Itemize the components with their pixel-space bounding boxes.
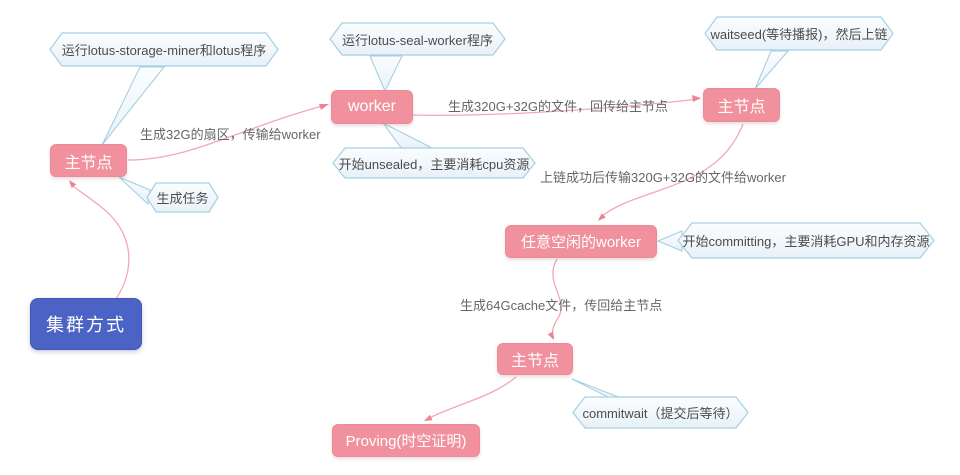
pointer-waitseed: [754, 50, 790, 90]
callout-shape-start-committing: [677, 222, 935, 259]
edge-arrowheads: [69, 95, 701, 421]
edge-label-cache-return: 生成64Gcache文件，传回给主节点: [460, 298, 663, 313]
callout-shape-run-miner: [49, 32, 279, 67]
edge-master-left-to-worker: [127, 104, 327, 161]
callout-waitseed[interactable]: waitseed(等待播报)，然后上链: [710, 27, 888, 42]
arrowhead-into-master-bottom: [547, 331, 554, 340]
node-master-top-right[interactable]: 主节点: [703, 88, 780, 122]
callout-shape-run-seal-worker: [329, 22, 506, 56]
edge-label-return-files: 生成320G+32G的文件，回传给主节点: [448, 99, 668, 114]
callout-start-committing[interactable]: 开始committing，主要消耗GPU和内存资源: [682, 234, 930, 249]
edge-master-top-right-to-idle-worker: [598, 123, 744, 220]
edge-root-to-master-left: [69, 182, 130, 300]
callout-shapes: [49, 16, 935, 429]
edge-label-onchain-transfer: 上链成功后传输320G+32G的文件给worker: [540, 170, 786, 185]
callout-run-seal-worker[interactable]: 运行lotus-seal-worker程序: [342, 32, 493, 48]
node-proving[interactable]: Proving(时空证明): [332, 424, 480, 457]
callout-shape-commitwait: [572, 396, 749, 429]
arrowhead-into-master-top-right: [692, 95, 701, 102]
root-node-cluster-mode[interactable]: 集群方式: [30, 298, 142, 350]
arrowhead-into-master-left: [69, 180, 77, 189]
arrowhead-into-proving: [424, 414, 433, 421]
arrowhead-into-worker: [319, 104, 329, 110]
callout-commitwait[interactable]: commitwait（提交后等待）: [582, 406, 739, 421]
node-master-left[interactable]: 主节点: [50, 144, 127, 177]
callout-create-task[interactable]: 生成任务: [156, 191, 209, 206]
pointer-start-unsealed: [382, 122, 435, 150]
pointer-run-miner: [101, 66, 166, 146]
node-worker[interactable]: worker: [331, 90, 413, 124]
callout-start-unsealed[interactable]: 开始unsealed，主要消耗cpu资源: [338, 156, 530, 172]
edge-worker-to-master-top-right: [412, 98, 700, 116]
node-idle-worker[interactable]: 任意空闲的worker: [505, 225, 657, 258]
edge-curves: [69, 98, 744, 420]
edge-master-bottom-to-proving: [426, 376, 517, 420]
arrowhead-into-idle-worker: [598, 213, 606, 221]
pointer-run-seal-worker: [369, 55, 403, 93]
callout-shape-create-task: [146, 182, 219, 213]
callout-run-miner[interactable]: 运行lotus-storage-miner和lotus程序: [61, 43, 267, 58]
callout-shape-waitseed: [704, 16, 894, 51]
edge-label-sector-transfer: 生成32G的扇区，传输给worker: [140, 127, 321, 142]
node-master-bottom[interactable]: 主节点: [497, 343, 573, 375]
callout-shape-start-unsealed: [332, 147, 536, 179]
pointer-create-task: [118, 176, 151, 206]
